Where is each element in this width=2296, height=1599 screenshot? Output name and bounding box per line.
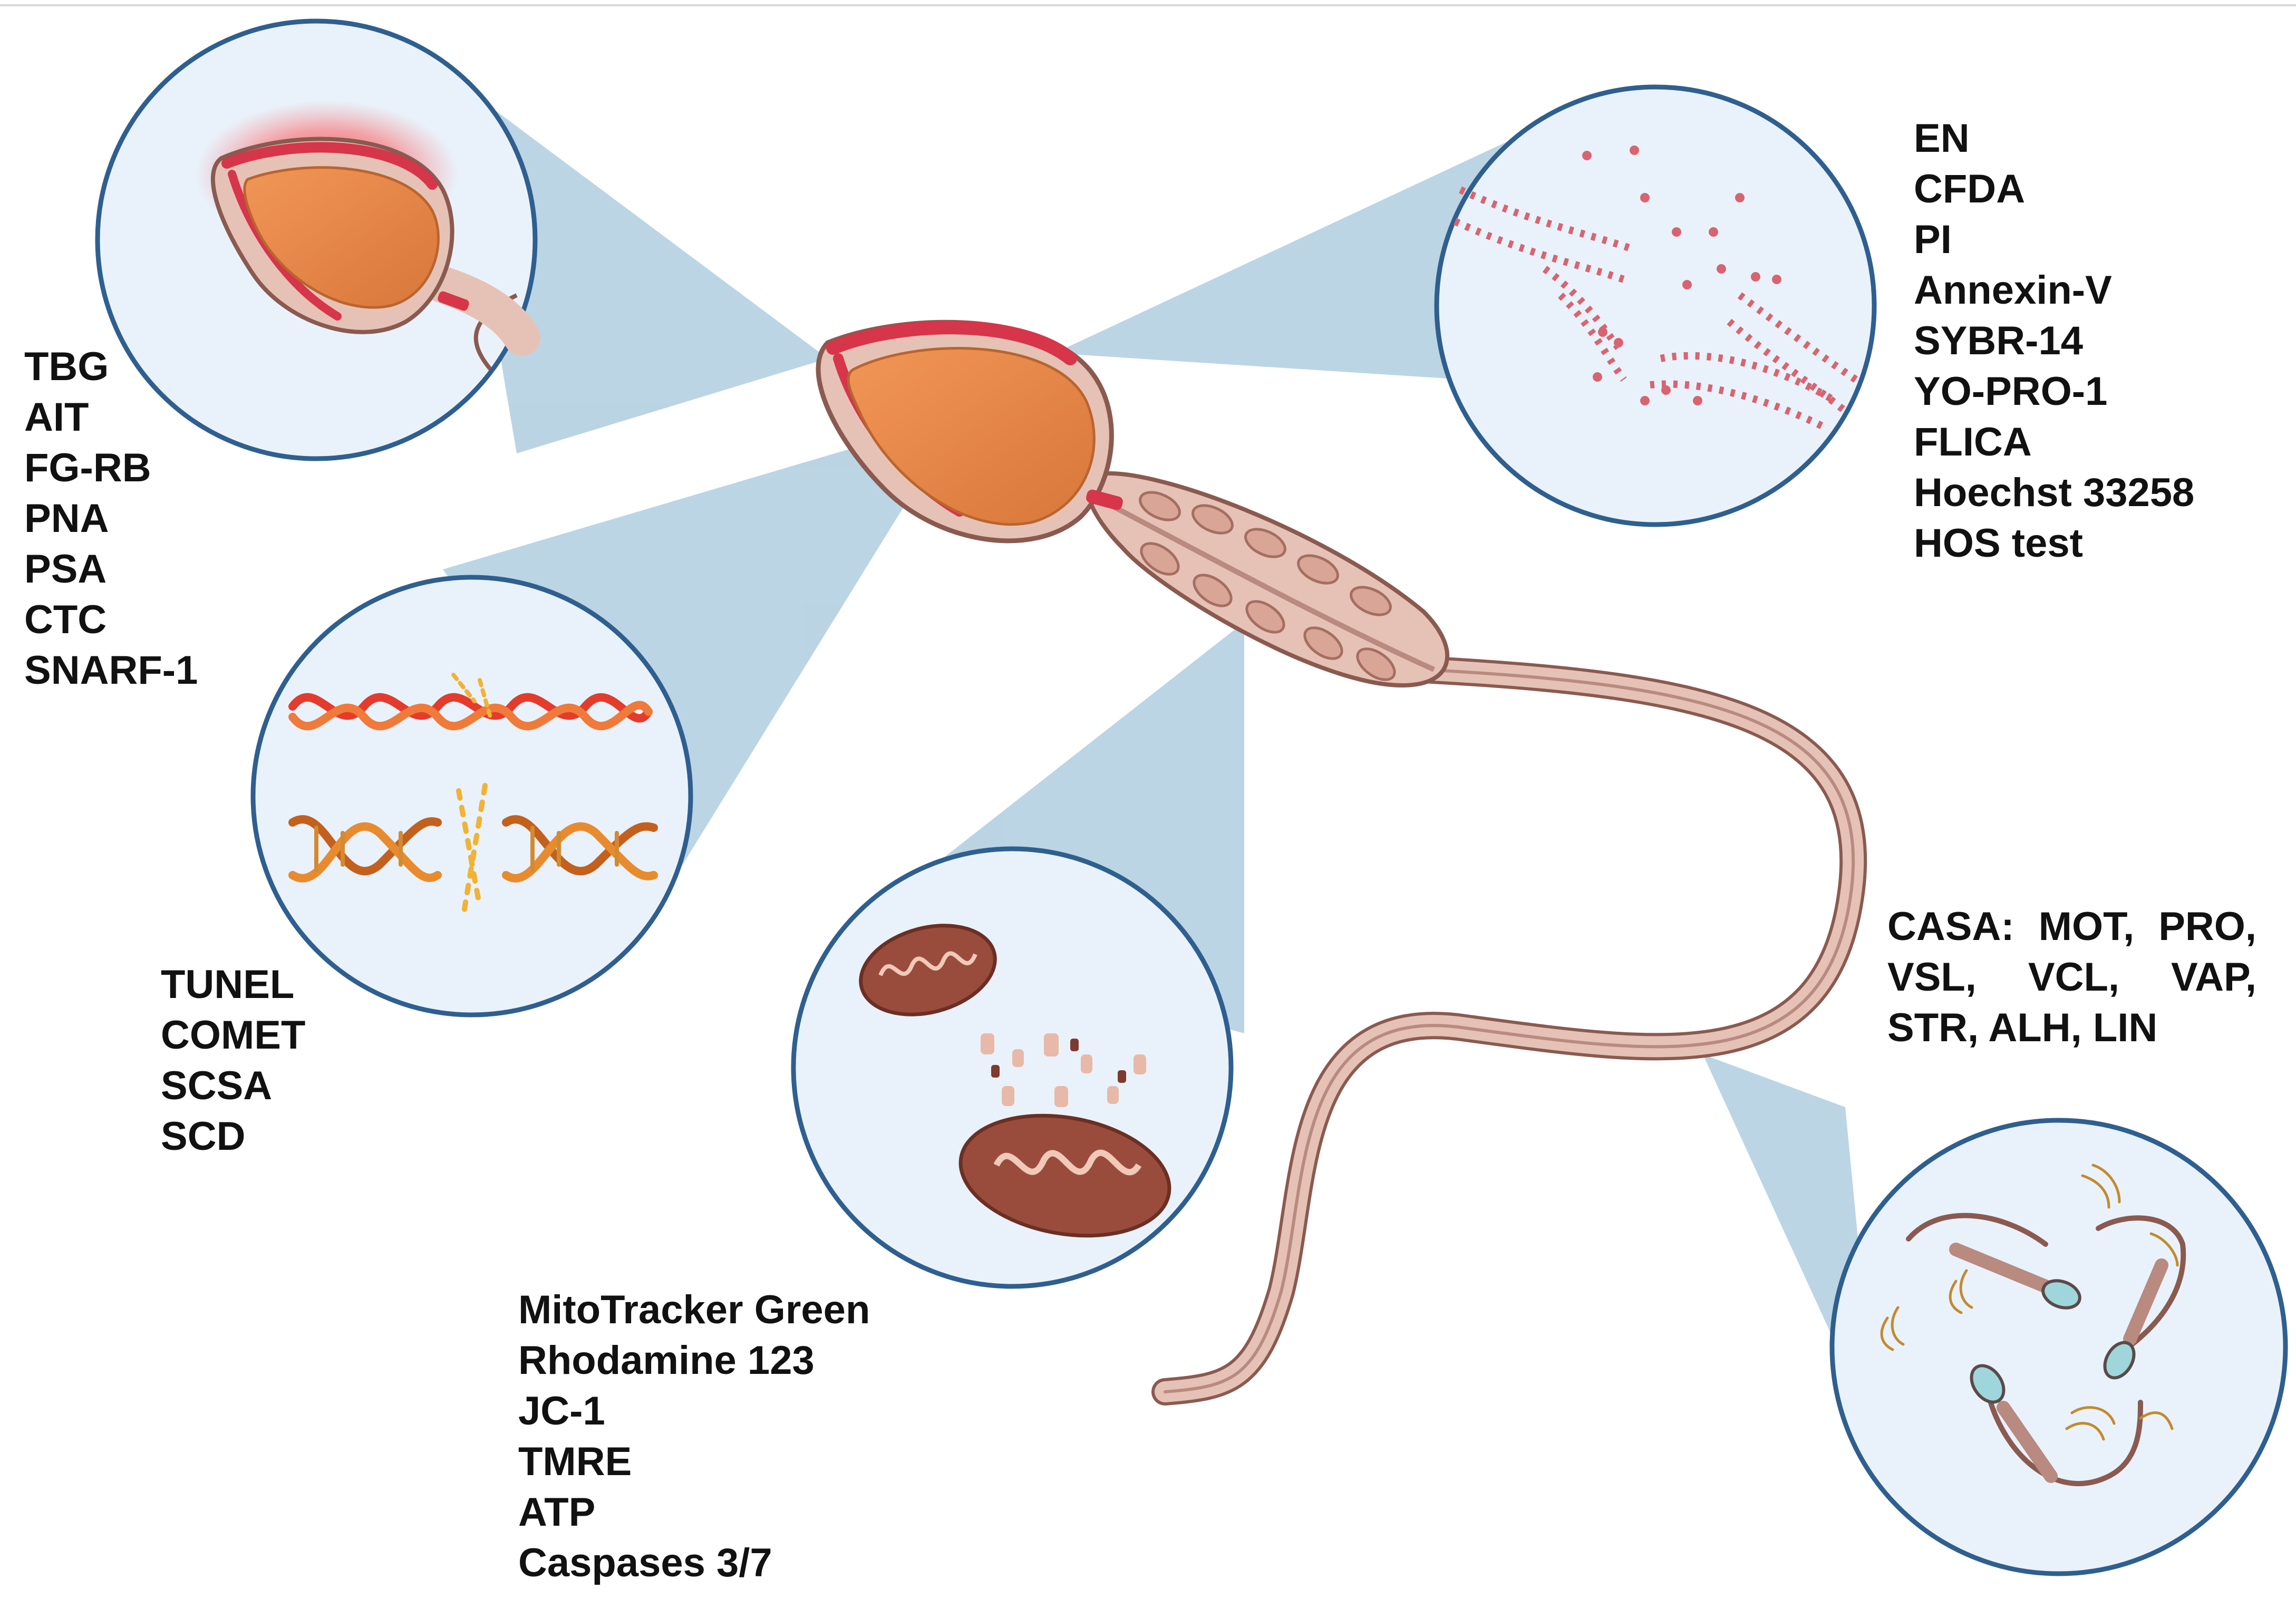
- magnifier-membrane: [1434, 84, 1877, 527]
- method-label: FG-RB: [24, 445, 151, 490]
- magnifier-acrosome: [95, 18, 540, 461]
- method-label: TBG: [24, 344, 109, 389]
- sperm-head: [816, 319, 1123, 544]
- method-label: TUNEL: [161, 962, 295, 1007]
- method-label: PNA: [24, 496, 109, 541]
- method-label: Rhodamine 123: [518, 1338, 815, 1383]
- method-label: TMRE: [518, 1439, 632, 1484]
- method-label: SYBR-14: [1914, 318, 2083, 363]
- casa-label-line: STR, ALH, LIN: [1887, 1005, 2158, 1050]
- method-label: Caspases 3/7: [518, 1540, 772, 1585]
- method-label: PSA: [24, 547, 107, 592]
- mitochondrion-icon: [859, 924, 1171, 1238]
- dna-double-helix-icon: [288, 673, 658, 915]
- method-label: SCD: [161, 1114, 246, 1159]
- mito-methods-list: MitoTracker Green Rhodamine 123 JC-1 TMR…: [518, 1285, 870, 1588]
- dna-methods-list: TUNEL COMET SCSA SCD: [161, 960, 305, 1162]
- method-label: MitoTracker Green: [518, 1287, 870, 1332]
- magnifier-mito: [791, 846, 1234, 1289]
- cone-acrosome: [453, 79, 828, 453]
- acrosome-methods-list: TBG AIT FG-RB PNA PSA CTC SNARF-1: [24, 342, 198, 696]
- method-label: Hoechst 33258: [1914, 470, 2195, 515]
- magnifier-dna: [250, 575, 693, 1017]
- method-label: YO-PRO-1: [1914, 369, 2108, 414]
- membrane-bilayer-icon: [1454, 186, 1858, 431]
- method-label: Annexin-V: [1914, 268, 2112, 313]
- sperm-midpiece: [1084, 471, 1450, 688]
- method-label: PI: [1914, 217, 1952, 262]
- sperm-tail: [1151, 656, 1867, 1406]
- membrane-methods-list: EN CFDA PI Annexin-V SYBR-14 YO-PRO-1 FL…: [1914, 113, 2194, 569]
- method-label: ATP: [518, 1490, 596, 1535]
- method-label: SNARF-1: [24, 648, 198, 693]
- method-label: EN: [1914, 116, 1970, 161]
- method-label: AIT: [24, 395, 89, 440]
- magnifier-motility: [1829, 1118, 2288, 1576]
- method-label: COMET: [161, 1013, 306, 1058]
- casa-methods-list: CASA: MOT, PRO, VSL, VCL, VAP, STR, ALH,…: [1887, 902, 2256, 1053]
- method-label: CTC: [24, 597, 107, 642]
- method-label: FLICA: [1914, 420, 2032, 464]
- method-label: JC-1: [518, 1389, 605, 1433]
- motile-sperm-icon: [1880, 1164, 2186, 1487]
- method-label: CFDA: [1914, 167, 2026, 211]
- casa-label-line: CASA: MOT, PRO,: [1887, 904, 2256, 949]
- method-label: SCSA: [161, 1063, 273, 1108]
- method-label: HOS test: [1914, 521, 2083, 566]
- sperm-head-glow-icon: [195, 100, 540, 371]
- cone-dna: [443, 416, 960, 886]
- casa-label-line: VSL, VCL, VAP,: [1887, 955, 2256, 1000]
